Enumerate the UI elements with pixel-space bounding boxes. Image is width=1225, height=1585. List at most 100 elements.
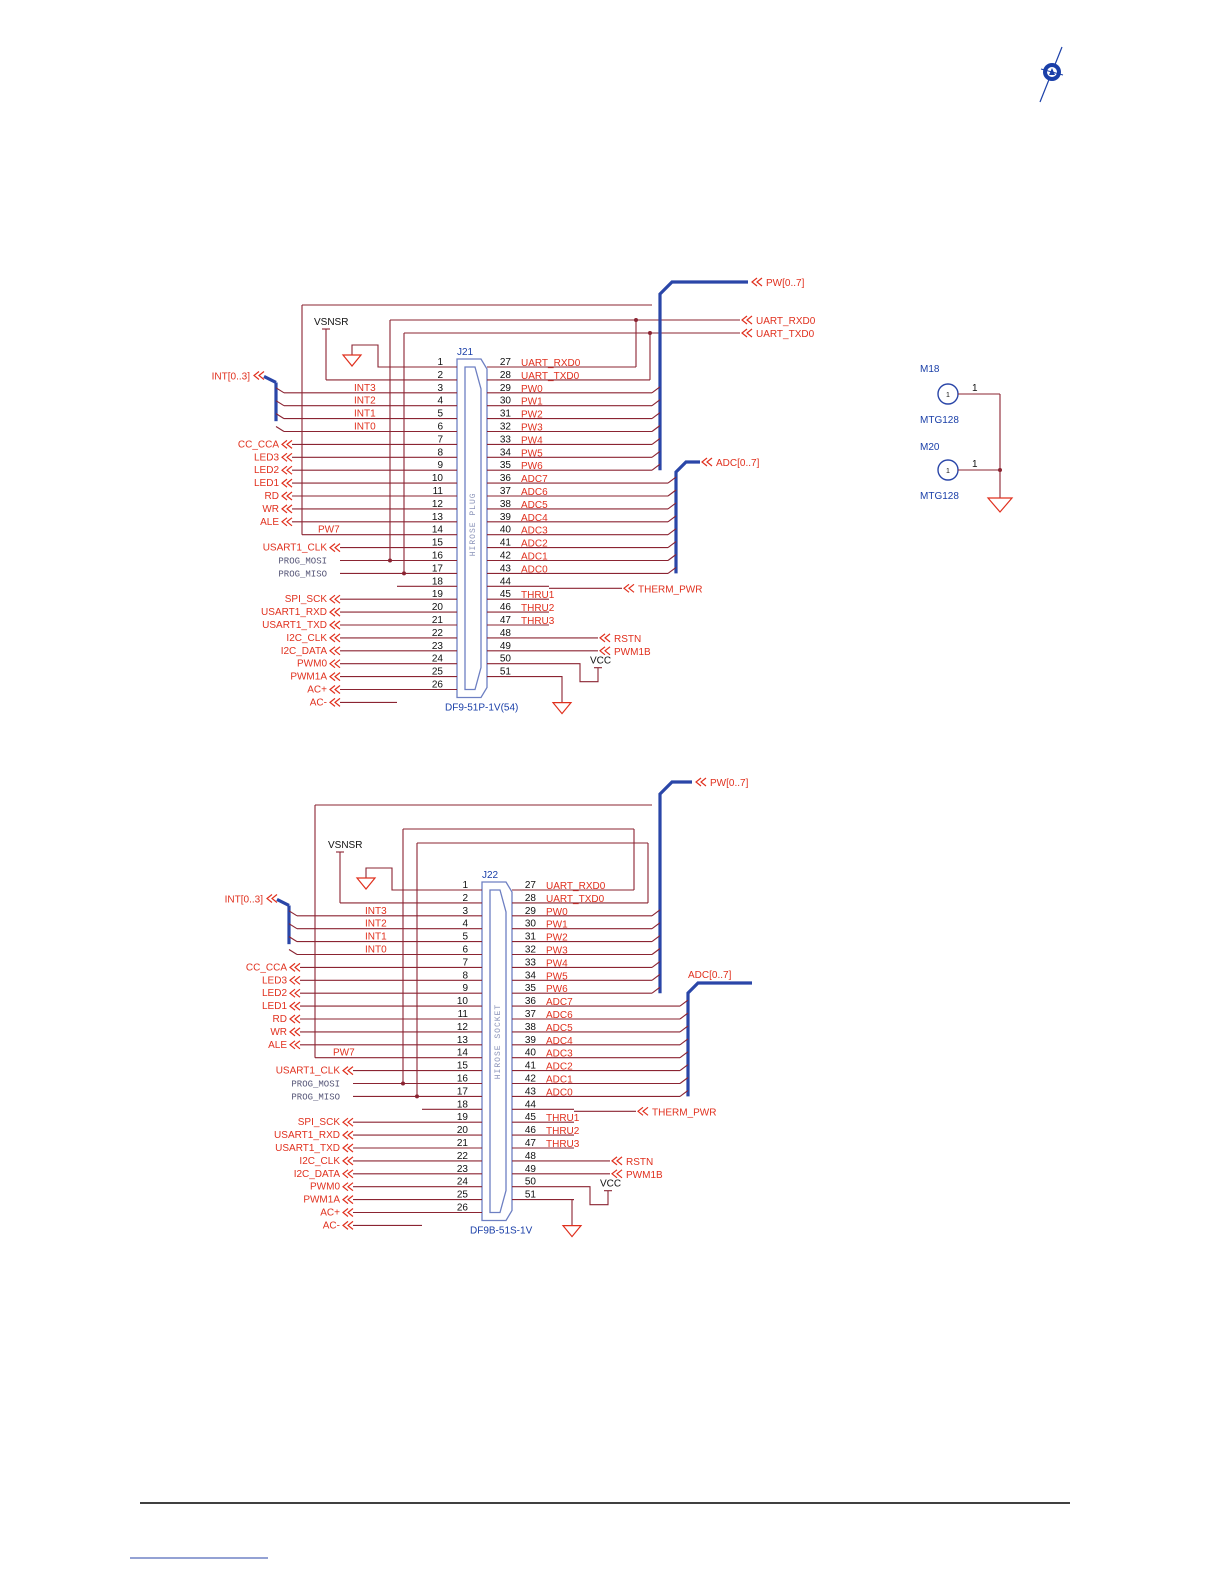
net-label: ADC4 [546,1036,573,1047]
pin-number: 38 [525,1022,537,1033]
net-label: AC+ [320,1208,340,1219]
net-label: ADC0 [521,564,548,575]
pin-number: 25 [432,667,444,678]
off-sheet-port-icon [253,371,265,380]
off-sheet-port-icon [329,659,341,669]
off-sheet-port-icon [289,962,301,972]
pin-number: 4 [437,396,443,407]
net-label: ADC1 [546,1075,573,1086]
net-label: PW0 [546,907,568,918]
net-label: RD [273,1014,287,1025]
net-label: THRU2 [521,603,555,614]
net-label: THRU2 [546,1126,580,1137]
pwm1b-port: PWM1B [626,1170,663,1181]
off-sheet-port-icon [329,685,341,694]
off-sheet-port-icon [741,315,753,325]
pin-number: 21 [457,1138,469,1149]
off-sheet-port-icon [281,452,293,462]
connector-j22-socket: HIROSE SOCKETJ22DF9B-51S-1V1234567891011… [225,777,752,1238]
pin-number: 29 [500,383,512,394]
net-label: THRU3 [521,616,555,627]
pin-number: 43 [500,563,512,574]
off-sheet-port-icon [281,465,293,475]
pin-number: 36 [525,996,537,1007]
net-label: PW6 [546,984,568,995]
int-net-label: INT1 [365,932,387,943]
net-label: ADC0 [546,1087,573,1098]
off-sheet-port-icon [289,988,301,998]
pin-number: 18 [457,1099,469,1110]
net-label: ADC3 [521,526,548,537]
pin-number: 35 [500,460,512,471]
pin-number: 39 [500,512,512,523]
vcc-label: VCC [600,1179,621,1190]
pin-number: 19 [457,1112,469,1123]
rstn-port: RSTN [614,634,641,645]
pin-number: 30 [525,919,537,930]
pin-number: 12 [457,1022,469,1033]
pin-number: 11 [458,1009,469,1020]
pin-number: 1 [437,357,443,368]
pin-number: 34 [500,447,512,458]
connector-part-number: DF9B-51S-1V [470,1226,533,1237]
pin-number: 43 [525,1086,537,1097]
pin-number: 33 [500,434,512,445]
pw7-label: PW7 [318,525,340,536]
pin-number: 9 [437,460,443,471]
off-sheet-port-icon [611,1156,623,1166]
uart-txd-port: UART_TXD0 [756,329,815,340]
net-label: PROG_MOSI [278,557,327,567]
off-sheet-port-icon [281,491,293,501]
m18-part: MTG128 [920,415,959,426]
off-sheet-port-icon [329,633,341,643]
net-label: PW5 [546,971,568,982]
pin-number: 16 [432,551,444,562]
pin-number: 37 [525,1009,537,1020]
pin-number: 44 [500,576,512,587]
net-label: ADC3 [546,1049,573,1060]
pin-number: 17 [457,1086,469,1097]
int-net-label: INT0 [354,422,376,433]
net-label: AC+ [307,685,327,696]
compass-logo-icon [1039,46,1064,103]
pin-number: 45 [500,589,512,600]
pin-number: 15 [457,1061,469,1072]
m20-outer-pin: 1 [972,459,978,470]
off-sheet-port-icon [329,607,341,617]
net-label: ADC7 [546,997,573,1008]
pin-number: 19 [432,589,444,600]
off-sheet-port-icon [611,1169,623,1179]
pin-number: 26 [432,680,444,691]
net-label: PWM0 [310,1182,340,1193]
net-label: LED2 [262,988,287,999]
pin-number: 3 [437,383,443,394]
int-net-label: INT3 [365,906,387,917]
net-label: AC- [310,697,327,708]
pw7-label: PW7 [333,1048,355,1059]
int-net-label: INT2 [365,919,387,930]
pin-number: 47 [500,615,512,626]
therm-pwr-port: THERM_PWR [652,1107,716,1118]
off-sheet-port-icon [329,594,341,604]
pin-number: 6 [437,422,443,433]
pin-number: 27 [500,357,512,368]
net-label: THRU1 [521,590,555,601]
pin-number: 51 [500,667,512,678]
off-sheet-port-icon [599,633,611,643]
pin-number: 46 [525,1125,537,1136]
net-label: UART_TXD0 [521,371,580,382]
net-label: USART1_TXD [262,620,327,631]
net-label: PW6 [521,461,543,472]
rstn-port: RSTN [626,1157,653,1168]
connector-j21-plug: HIROSE PLUGJ21DF9-51P-1V(54)123456789101… [212,277,816,715]
ground-symbol-icon [341,354,363,367]
pin-number: 46 [500,602,512,613]
pin-number: 13 [432,512,444,523]
off-sheet-port-icon [329,672,341,682]
net-label: USART1_RXD [274,1130,340,1141]
pin-number: 18 [432,576,444,587]
pin-number: 33 [525,957,537,968]
int-net-label: INT2 [354,396,376,407]
net-label: PW0 [521,384,543,395]
net-label: UART_RXD0 [546,881,606,892]
